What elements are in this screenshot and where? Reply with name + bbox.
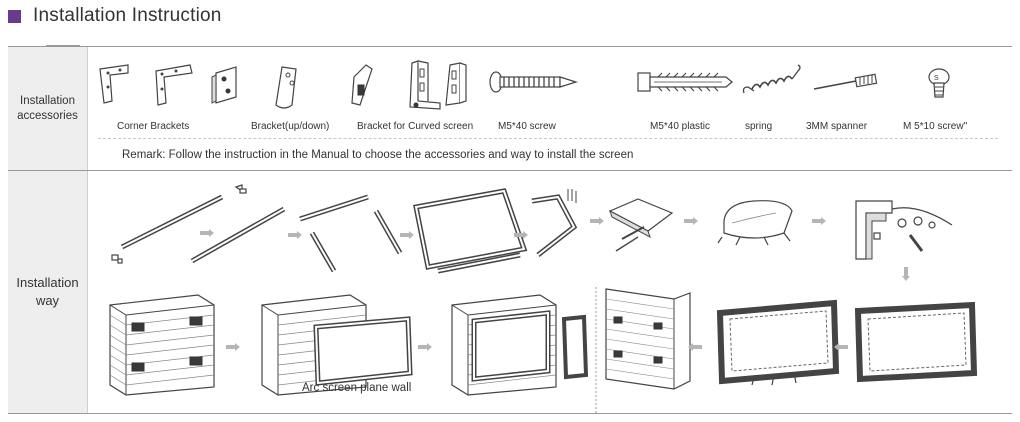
- corner-bracket-icon: [99, 64, 193, 106]
- title-bullet: [8, 9, 21, 23]
- flow-arrow-left: [834, 343, 848, 351]
- spanner-icon: [813, 73, 878, 90]
- flow-arrow-left: [688, 343, 702, 351]
- step-wall-with-frame-illustration: [261, 294, 413, 396]
- step-fold-fabric-illustration: [608, 198, 674, 252]
- step-side-bars-illustration: [299, 194, 403, 273]
- flow-arrow-down: [902, 267, 910, 281]
- bracket-up-down-icon: [211, 66, 297, 109]
- accessories-content: S Corner Brackets Bracket(up/down) Brack…: [88, 47, 1012, 170]
- spring-icon: [742, 64, 801, 94]
- way-row-label: Installation way: [8, 171, 88, 413]
- step-brick-wall-illustration: [605, 288, 691, 390]
- flow-arrow: [288, 231, 302, 239]
- step-corner-detail-illustration: [531, 189, 578, 257]
- svg-text:S: S: [934, 75, 939, 82]
- accessory-label: 3MM spanner: [806, 121, 868, 132]
- way-label-line2: way: [35, 293, 60, 308]
- screw-icon: [489, 71, 579, 93]
- arc-screen-caption: Arc screen plane wall: [302, 382, 412, 394]
- remark-text: Remark: Follow the instruction in the Ma…: [122, 149, 634, 161]
- flow-arrow: [684, 217, 698, 225]
- curved-screen-bracket-icon: [351, 60, 467, 110]
- accessory-label: Bracket for Curved screen: [357, 121, 474, 132]
- installation-way-row: Installation way: [8, 171, 1012, 413]
- accessories-label-line1: Installation: [20, 94, 75, 107]
- accessory-label: M5*40 plastic: [650, 121, 711, 132]
- flow-arrow: [200, 229, 214, 237]
- flow-arrow: [418, 343, 432, 351]
- step-frame-with-springs-illustration: [716, 299, 840, 386]
- wall-plug-icon: [637, 72, 733, 92]
- installation-way-content: Arc screen plane wall: [88, 171, 1012, 413]
- flow-arrow: [514, 231, 528, 239]
- page-header: Installation Instruction: [8, 4, 222, 28]
- accessory-label: spring: [745, 121, 773, 132]
- accessory-label: M 5*10 screw": [903, 121, 968, 132]
- accessory-label: Corner Brackets: [117, 121, 190, 132]
- accessories-row-label: Installation accessories: [8, 47, 88, 170]
- flow-arrow: [590, 217, 604, 225]
- flow-arrow: [400, 231, 414, 239]
- accessories-label-line2: accessories: [17, 109, 78, 122]
- accessories-row: Installation accessories: [8, 47, 1012, 171]
- step-frame-bars-illustration: [111, 184, 286, 264]
- step-wall-brackets-illustration: [109, 294, 215, 396]
- step-divider-dotted: [595, 287, 597, 413]
- step-mounted-screen-illustration: [451, 294, 589, 396]
- accessory-label: Bracket(up/down): [251, 121, 330, 132]
- step-tensioned-frame-illustration: [854, 301, 978, 383]
- flow-arrow: [226, 343, 240, 351]
- small-screw-icon: S: [928, 68, 950, 98]
- step-frame-profile-detail-illustration: [855, 200, 953, 260]
- instruction-table: Installation accessories: [8, 46, 1012, 414]
- step-spread-fabric-illustration: [717, 200, 793, 246]
- page-title: Installation Instruction: [33, 5, 222, 26]
- flow-arrow: [812, 217, 826, 225]
- remark-divider: [98, 138, 998, 139]
- way-label-line1: Installation: [16, 275, 79, 290]
- accessory-label: M5*40 screw: [498, 121, 556, 132]
- step-assembled-frame-illustration: [413, 188, 528, 274]
